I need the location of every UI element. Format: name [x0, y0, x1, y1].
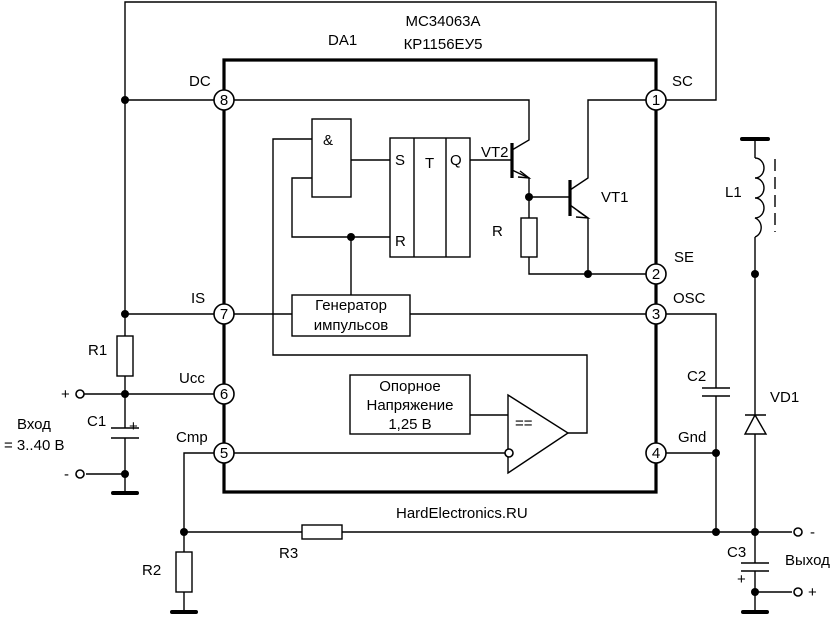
input-plus-terminal — [75, 389, 85, 399]
output-plus-terminal — [793, 587, 803, 597]
pin-8: 8 — [213, 89, 235, 111]
flipflop-t: T — [425, 155, 434, 172]
and-gate — [311, 118, 352, 198]
watermark: HardElectronics.RU — [396, 505, 528, 522]
svg-text:2: 2 — [652, 266, 660, 283]
input-plus: + — [61, 386, 70, 403]
label-r-internal: R — [492, 223, 503, 240]
pin-name-se: SE — [674, 249, 694, 266]
output-minus-terminal — [793, 527, 803, 537]
pin-name-gnd: Gnd — [678, 429, 706, 446]
svg-text:4: 4 — [652, 445, 660, 462]
pin-name-dc: DC — [189, 73, 211, 90]
label-vt2: VT2 — [481, 144, 509, 161]
input-minus: - — [64, 466, 69, 483]
pin-1: 1 — [645, 89, 667, 111]
generator-line2: импульсов — [314, 317, 389, 334]
resistor-r-internal — [520, 217, 538, 258]
resistor-r2 — [175, 551, 193, 593]
svg-text:7: 7 — [220, 306, 228, 323]
reference-line1: Опорное — [379, 378, 440, 395]
pin-name-is: IS — [191, 290, 205, 307]
vt1-emitter-arrow — [575, 210, 591, 219]
ic-body — [222, 58, 658, 494]
capacitor-c2 — [702, 387, 730, 397]
diode-vd1 — [743, 413, 768, 435]
pin-7: 7 — [213, 303, 235, 325]
capacitor-c3 — [741, 562, 769, 572]
pin-name-cmp: Cmp — [176, 429, 208, 446]
label-l1: L1 — [725, 184, 742, 201]
pin-6: 6 — [213, 383, 235, 405]
resistor-r1 — [116, 335, 134, 377]
comparator — [507, 393, 570, 475]
capacitor-c1 — [111, 427, 139, 439]
c1-polarity: + — [129, 418, 138, 435]
label-c2: C2 — [687, 368, 706, 385]
flipflop-s: S — [395, 152, 405, 169]
pin-3: 3 — [645, 303, 667, 325]
svg-text:8: 8 — [220, 92, 228, 109]
chip-part: MC34063A — [405, 13, 480, 30]
pin-name-ucc: Ucc — [179, 370, 205, 387]
output-plus: + — [808, 584, 817, 601]
junctions — [121, 96, 759, 596]
reference-block — [349, 374, 471, 435]
label-c3: C3 — [727, 544, 746, 561]
input-label: Вход — [17, 416, 51, 433]
svg-text:6: 6 — [220, 386, 228, 403]
chip-part-ru: КР1156ЕУ5 — [404, 36, 483, 53]
label-r3: R3 — [279, 545, 298, 562]
flipflop — [389, 137, 471, 258]
generator-line1: Генератор — [315, 297, 387, 314]
generator-block — [291, 294, 411, 337]
pin-4: 4 — [645, 442, 667, 464]
chip-designator: DA1 — [328, 32, 357, 49]
label-c1: C1 — [87, 413, 106, 430]
c3-polarity: + — [737, 571, 746, 588]
label-r2: R2 — [142, 562, 161, 579]
pin-5: 5 — [213, 442, 235, 464]
label-vt1: VT1 — [601, 189, 629, 206]
comparator-inverting-bubble — [504, 448, 514, 458]
inductor-l1 — [754, 157, 765, 238]
input-minus-terminal — [75, 469, 85, 479]
output-minus: - — [810, 524, 815, 541]
flipflop-r: R — [395, 233, 406, 250]
label-r1: R1 — [88, 342, 107, 359]
input-range: = 3..40 В — [4, 437, 64, 454]
pin-name-osc: OSC — [673, 290, 706, 307]
output-label: Выход — [785, 552, 830, 569]
svg-text:5: 5 — [220, 445, 228, 462]
pin-name-sc: SC — [672, 73, 693, 90]
label-vd1: VD1 — [770, 389, 799, 406]
svg-text:3: 3 — [652, 306, 660, 323]
svg-text:1: 1 — [652, 92, 660, 109]
pin-2: 2 — [645, 263, 667, 285]
vt2-emitter-arrow — [517, 170, 532, 179]
reference-line2: Напряжение — [367, 397, 454, 414]
flipflop-q: Q — [450, 152, 462, 169]
and-gate-label: & — [323, 132, 333, 149]
resistor-r3 — [301, 524, 343, 540]
comparator-label: == — [515, 415, 533, 432]
reference-line3: 1,25 В — [388, 416, 431, 433]
